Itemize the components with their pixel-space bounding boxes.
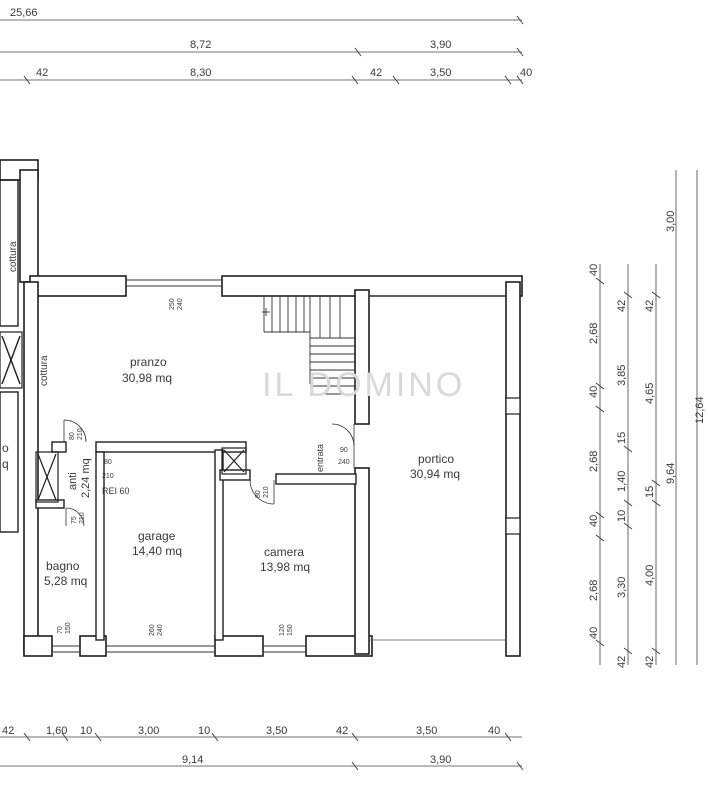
pranzo-window-width: 250	[169, 298, 176, 310]
windows	[52, 279, 306, 653]
dim-top-40: 40	[520, 67, 532, 79]
dim-right-c2-1: 3,85	[616, 365, 628, 386]
dim-right-c2-3: 1,40	[616, 471, 628, 492]
camera-window-width: 120	[279, 624, 286, 636]
room-labels: cottura cottura pranzo 30,98 mq portico …	[2, 241, 460, 588]
bagno-window-width: 70	[57, 626, 64, 634]
dim-right-c3-3: 4,00	[644, 565, 656, 586]
dim-right-c4-1: 9,64	[665, 463, 677, 484]
dim-right-c2-6: 42	[616, 656, 628, 668]
dim-right-c2-5: 3,30	[616, 577, 628, 598]
vertical-dimension-labels: 40 2,68 40 2,68 40 2,68 40 42 3,85 15 1,…	[588, 211, 706, 668]
anti-door-width: 80	[69, 432, 76, 440]
dim-bottom-42-a: 42	[2, 725, 14, 737]
room-name-garage: garage	[138, 529, 176, 543]
room-name-pranzo: pranzo	[130, 355, 167, 369]
dim-right-c1-6: 40	[588, 627, 600, 639]
bagno-door-height: 210	[79, 512, 86, 524]
dim-bottom-40: 40	[488, 725, 500, 737]
inner-lines	[369, 295, 506, 641]
dim-right-c3-0: 42	[644, 300, 656, 312]
dim-right-c1-1: 2,68	[588, 323, 600, 344]
garage-door-width: 80	[104, 459, 112, 466]
dim-right-c2-2: 15	[616, 432, 628, 444]
garage-window-width: 260	[149, 624, 156, 636]
dim-right-c1-3: 2,68	[588, 451, 600, 472]
anti-door-height: 210	[77, 428, 84, 440]
dim-right-c3-1: 4,65	[644, 383, 656, 404]
garage-window-height: 240	[157, 624, 164, 636]
room-name-portico: portico	[418, 452, 454, 466]
room-area-anti: 2,24 mq	[80, 458, 92, 498]
room-label-cottura-left: cottura	[39, 355, 50, 386]
room-cut-left-top: o	[2, 441, 9, 455]
camera-door-height: 210	[263, 486, 270, 498]
camera-window-height: 150	[287, 624, 294, 636]
dim-bottom-10-a: 10	[80, 725, 92, 737]
entrata-door-width: 90	[340, 447, 348, 454]
bagno-door-width: 75	[71, 516, 78, 524]
dim-right-c2-0: 42	[616, 300, 628, 312]
staircase	[262, 296, 355, 395]
dim-top-overall: 25,66	[10, 7, 38, 19]
dim-bottom-3-50-b: 3,50	[416, 725, 437, 737]
room-label-cottura-top: cottura	[8, 241, 19, 272]
room-cut-left-bottom: q	[2, 457, 9, 471]
room-area-garage: 14,40 mq	[132, 544, 182, 558]
dim-right-c1-4: 40	[588, 515, 600, 527]
dim-right-c3-4: 42	[644, 656, 656, 668]
room-name-camera: camera	[264, 545, 304, 559]
portico-pillars	[505, 397, 521, 535]
entrata-door-height: 240	[338, 459, 350, 466]
dim-top-42-a: 42	[36, 67, 48, 79]
dim-top-8-30: 8,30	[190, 67, 211, 79]
dim-bottom-1-60: 1,60	[46, 725, 67, 737]
watermark: IL DOMINO	[262, 366, 466, 404]
dimension-ticks	[23, 15, 661, 771]
pranzo-window-height: 240	[177, 298, 184, 310]
walls	[0, 159, 523, 657]
dim-bottom-9-14: 9,14	[182, 754, 203, 766]
garage-door-height: 210	[102, 473, 114, 480]
dim-bottom-42-b: 42	[336, 725, 348, 737]
dim-bottom-10-b: 10	[198, 725, 210, 737]
bagno-window-height: 150	[65, 622, 72, 634]
entrata-label: entrata	[315, 444, 325, 472]
dimension-labels: 25,66 8,72 3,90 42 8,30 42 3,50 40 42 1,…	[2, 7, 532, 766]
camera-door-width: 80	[255, 490, 262, 498]
room-name-anti: anti	[67, 472, 79, 490]
dim-bottom-3-50-a: 3,50	[266, 725, 287, 737]
dim-right-c1-0: 40	[588, 264, 600, 276]
dim-bottom-3-00: 3,00	[138, 725, 159, 737]
room-area-bagno: 5,28 mq	[44, 574, 87, 588]
dim-top-8-72: 8,72	[190, 39, 211, 51]
dim-top-42-b: 42	[370, 67, 382, 79]
room-area-portico: 30,94 mq	[410, 467, 460, 481]
dim-bottom-3-90: 3,90	[430, 754, 451, 766]
dim-right-c1-2: 40	[588, 386, 600, 398]
room-name-bagno: bagno	[46, 559, 80, 573]
room-area-pranzo: 30,98 mq	[122, 371, 172, 385]
dim-right-c3-2: 15	[644, 486, 656, 498]
dim-right-c4-0: 3,00	[665, 211, 677, 232]
dim-right-c1-5: 2,68	[588, 580, 600, 601]
door-swings	[63, 419, 355, 527]
rei-label: REI 60	[102, 486, 130, 496]
dim-top-3-50: 3,50	[430, 67, 451, 79]
dim-right-c2-4: 10	[616, 510, 628, 522]
room-area-camera: 13,98 mq	[260, 560, 310, 574]
flue-shafts	[35, 447, 247, 503]
dim-top-3-90: 3,90	[430, 39, 451, 51]
left-rooms	[0, 179, 23, 533]
opening-labels: 250 240 80 210 80 210 REI 60 entrata 90 …	[57, 298, 350, 636]
dimension-lines	[0, 19, 698, 767]
dim-right-c5-0: 12,64	[694, 396, 706, 424]
